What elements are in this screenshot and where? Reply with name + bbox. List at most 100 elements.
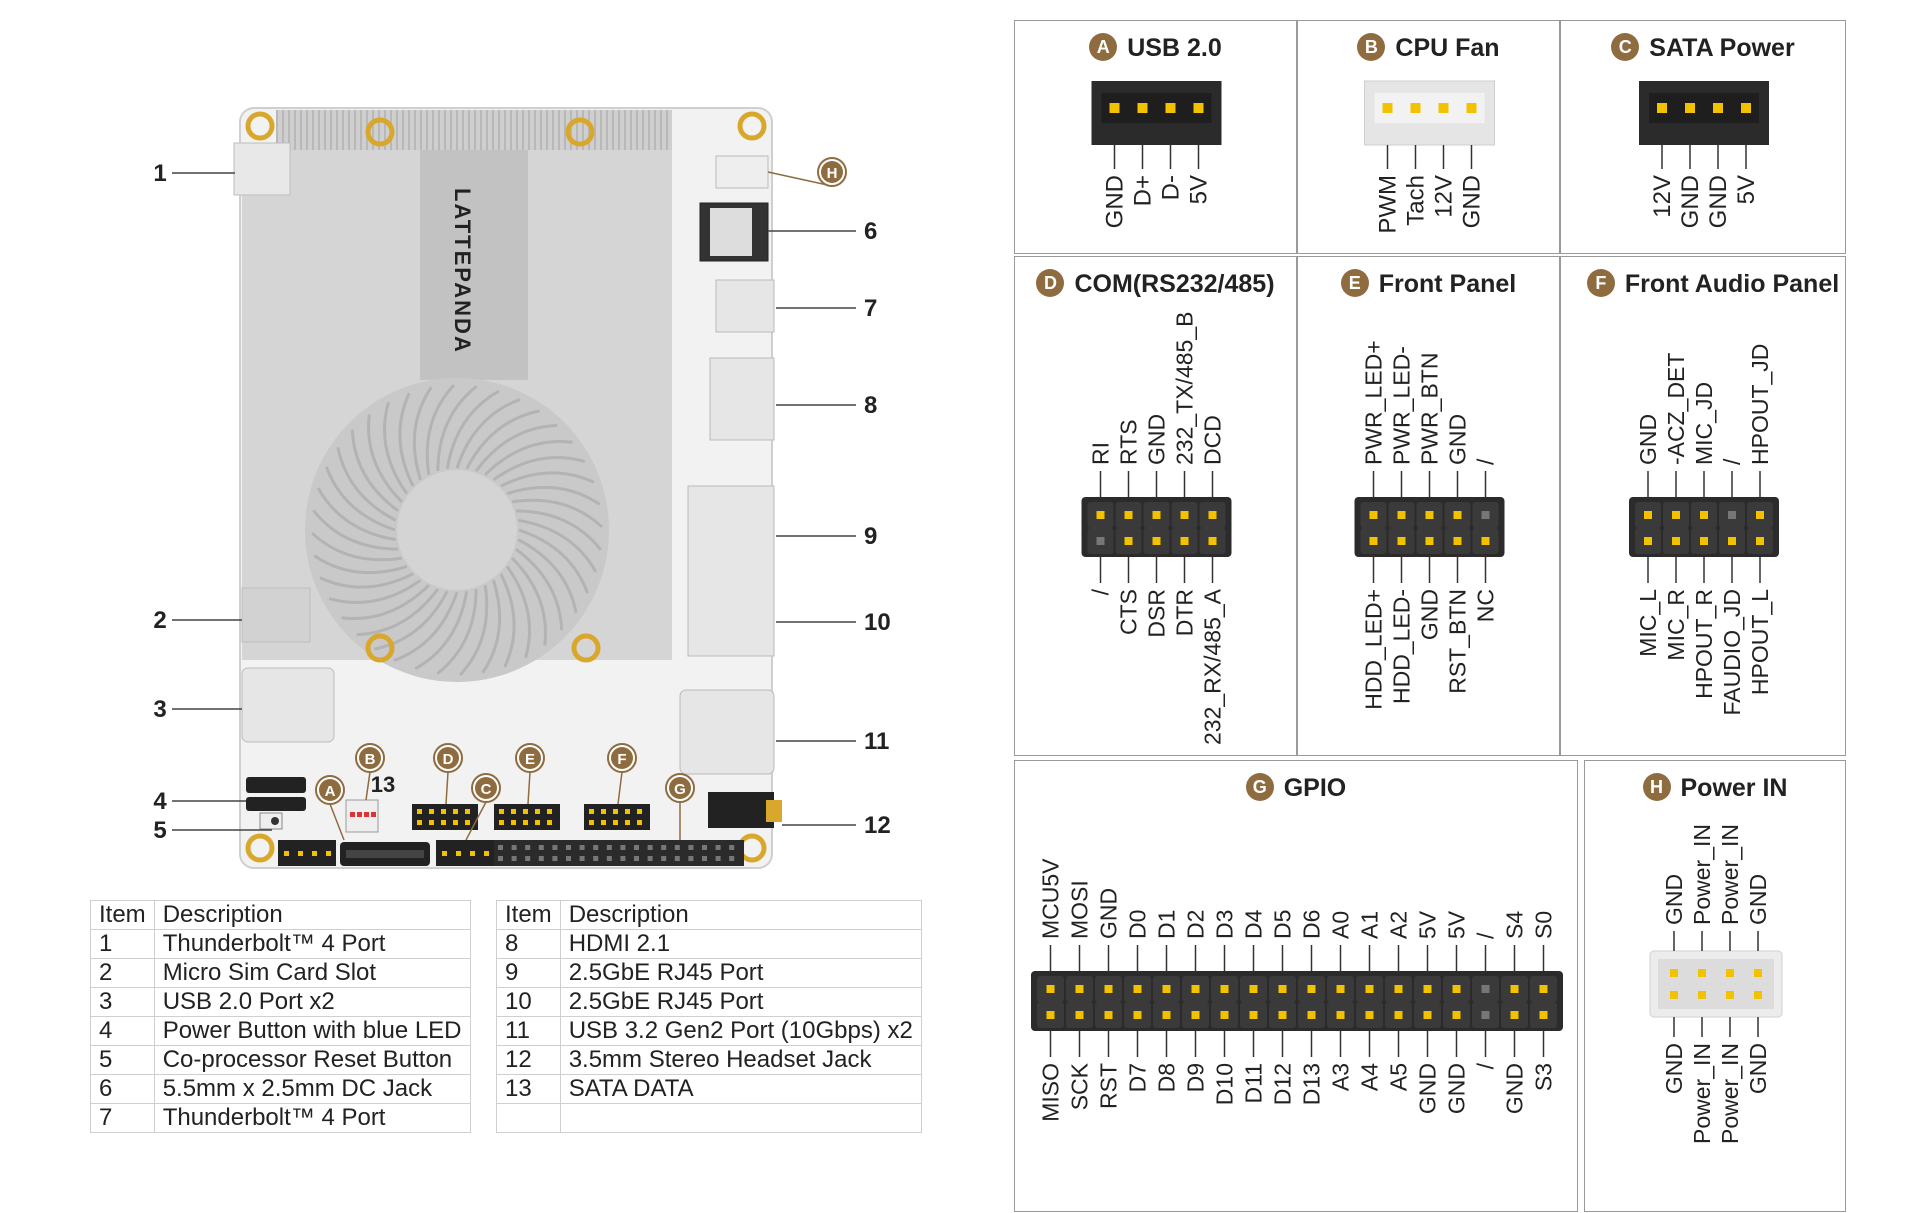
pin (1670, 991, 1678, 999)
pin (1539, 1011, 1548, 1019)
port-7-thunderbolt (715, 279, 775, 333)
pin (1453, 511, 1462, 519)
pin (1481, 985, 1490, 993)
item-number: 8 (496, 929, 561, 959)
panel-title-text: USB 2.0 (1127, 34, 1222, 62)
pin (1423, 985, 1432, 993)
badge-leader (465, 801, 487, 841)
fan-blade (505, 565, 532, 659)
board-pin (647, 856, 653, 861)
item-number: 12 (496, 1045, 561, 1075)
port-3-usb (241, 667, 335, 743)
board-pin (601, 820, 606, 825)
pin (1162, 1011, 1171, 1019)
pin-label-top: DCD (1200, 415, 1226, 465)
board-pin (453, 820, 458, 825)
callout-number: 1 (153, 160, 166, 187)
table-header-row: Item Description (90, 900, 471, 930)
panel-title-text: Front Audio Panel (1624, 270, 1840, 298)
pinout-drawing: GNDGNDPower_INPower_INPower_INPower_INGN… (1649, 824, 1783, 1144)
fan-blade (511, 557, 547, 646)
fan-blade (367, 414, 403, 503)
port-8-hdmi (709, 357, 775, 441)
pin (1726, 969, 1734, 977)
board-pin (647, 845, 653, 850)
pin-label-bottom: FAUDIO_JD (1719, 589, 1745, 716)
fan-blade (517, 518, 598, 573)
pin-label-bottom: GND (1661, 1043, 1687, 1094)
pin-label: 12V (1431, 175, 1458, 218)
board-badge-letter: C (481, 781, 492, 798)
pin (1180, 537, 1189, 545)
pin-label-top: S0 (1531, 911, 1557, 939)
callout-number: 5 (153, 817, 166, 844)
pin-label-top: A1 (1357, 911, 1383, 939)
fan-blade (481, 579, 502, 674)
pin-label-top: / (1473, 458, 1499, 465)
board-pin (637, 809, 642, 814)
board-pin (511, 809, 516, 814)
badge-icon: C (1611, 33, 1640, 61)
pin (1075, 1011, 1084, 1019)
board-pin (523, 820, 528, 825)
board-pin (453, 809, 458, 814)
pin-label-bottom: D7 (1125, 1063, 1151, 1092)
board-pin (589, 820, 594, 825)
pin (1249, 1011, 1258, 1019)
pin (1644, 537, 1652, 545)
pin (1165, 103, 1176, 113)
board-pin (417, 820, 422, 825)
pin-label-bottom: Power_IN (1717, 1043, 1743, 1144)
board-pin (613, 820, 618, 825)
item-number (496, 1103, 561, 1133)
pin-label-top: D0 (1125, 910, 1151, 939)
badge-leader (617, 771, 623, 805)
board-pin (613, 809, 618, 814)
board-badge-letter: B (365, 751, 376, 768)
pin (1481, 1011, 1490, 1019)
mount-hole (365, 117, 395, 147)
item-description: 5.5mm x 2.5mm DC Jack (153, 1074, 471, 1104)
port-H-power-in (715, 155, 769, 189)
pin-label-bottom: D12 (1270, 1063, 1296, 1105)
port-4-power-button (246, 777, 306, 793)
badge-icon: F (1586, 269, 1615, 297)
fan-blade (492, 455, 586, 482)
board-pin (535, 809, 540, 814)
pin (1046, 1011, 1055, 1019)
pin-label-top: MIC_JD (1691, 382, 1717, 465)
pin-label-top: GND (1745, 874, 1771, 925)
pin (1249, 985, 1258, 993)
item-description (559, 1103, 922, 1133)
pin-label-bottom: 232_RX/485_A (1200, 588, 1226, 745)
fan-blade (336, 446, 397, 522)
pin-label-top: 232_TX/485_B (1172, 312, 1198, 465)
item-number: 3 (90, 987, 155, 1017)
badge-icon: H (1642, 773, 1671, 801)
pin-label-top: 5V (1444, 910, 1470, 939)
header-socket (1374, 93, 1485, 123)
mount-hole (245, 111, 275, 141)
board-pin (625, 809, 630, 814)
fan-blade (325, 466, 396, 532)
heatsink-fins (276, 110, 672, 150)
connector-13-sata-inner (346, 850, 424, 858)
pin (1452, 1011, 1461, 1019)
board-pin (511, 845, 517, 850)
pin-label-top: 5V (1415, 910, 1441, 939)
pin (1466, 103, 1477, 113)
pin (1046, 985, 1055, 993)
board-pin (661, 845, 667, 850)
pin-label-top: / (1473, 932, 1499, 939)
mount-hole (737, 111, 767, 141)
